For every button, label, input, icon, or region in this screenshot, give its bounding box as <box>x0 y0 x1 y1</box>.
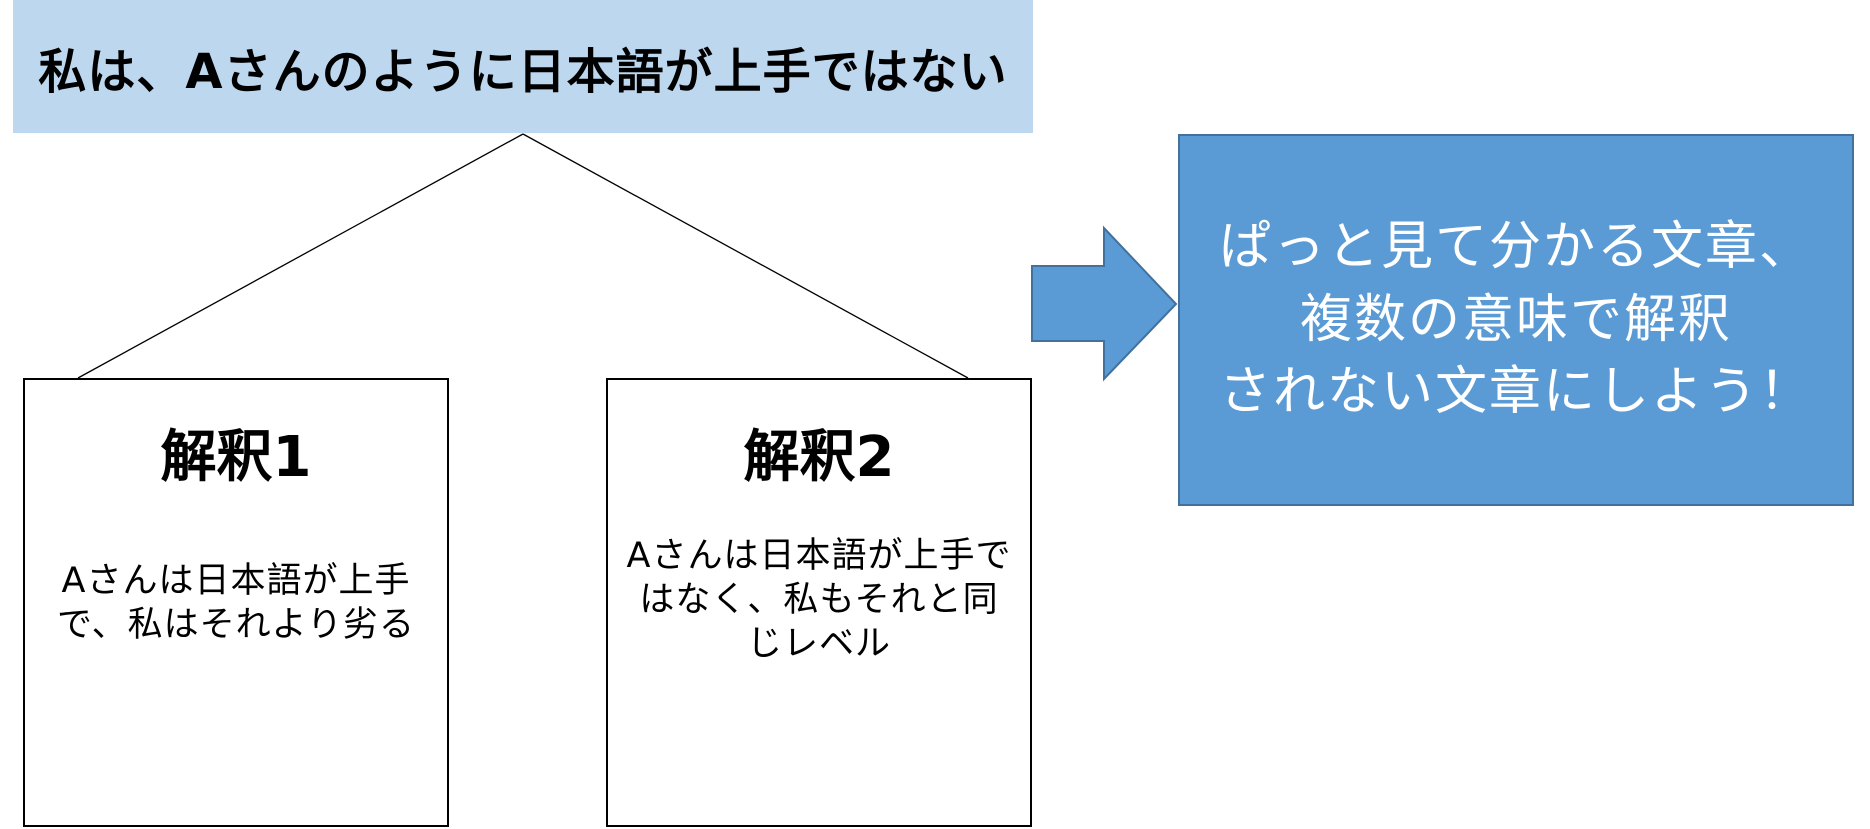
connector-line-left <box>77 133 524 379</box>
premise-banner: 私は、Aさんのように日本語が上手ではない <box>13 0 1033 133</box>
interpretation-box-2: 解釈2 Aさんは日本語が上手ではなく、私もそれと同じレベル <box>606 378 1032 827</box>
right-arrow-icon <box>1031 225 1178 382</box>
interpretation-box-1: 解釈1 Aさんは日本語が上手で、私はそれより劣る <box>23 378 449 827</box>
conclusion-text: ぱっと見て分かる文章、 複数の意味で解釈 されない文章にしよう！ <box>1218 216 1813 423</box>
conclusion-box: ぱっと見て分かる文章、 複数の意味で解釈 されない文章にしよう！ <box>1178 134 1854 506</box>
connector-line-right <box>522 133 969 379</box>
premise-text: 私は、Aさんのように日本語が上手ではない <box>38 43 1008 100</box>
interpretation-body-1: Aさんは日本語が上手で、私はそれより劣る <box>57 561 415 645</box>
interpretation-title-2: 解釈2 <box>743 425 895 490</box>
interpretation-title-1: 解釈1 <box>160 425 312 490</box>
interpretation-body-2: Aさんは日本語が上手ではなく、私もそれと同じレベル <box>626 536 1012 664</box>
